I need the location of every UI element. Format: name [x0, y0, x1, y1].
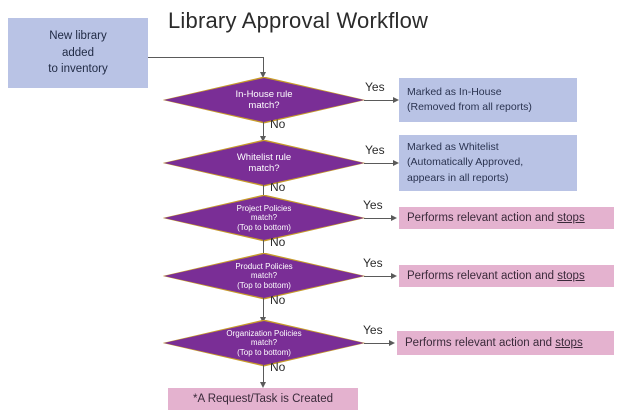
edge-label-in-house-yes: Yes — [365, 80, 385, 94]
decision-project-policies-shape — [164, 196, 364, 240]
result-organization-policies-underlined: stops — [555, 336, 583, 349]
edge-label-whitelist-no: No — [270, 180, 286, 194]
final-node-request-task: *A Request/Task is Created — [168, 388, 358, 410]
decision-in-house[interactable]: In-House rule match? — [162, 76, 366, 124]
result-in-house: Marked as In-House (Removed from all rep… — [399, 78, 577, 122]
edge-product-policies-no-line — [263, 298, 264, 318]
edge-in-house-no-line — [263, 122, 264, 137]
edge-label-project-policies-yes: Yes — [363, 198, 383, 212]
result-whitelist: Marked as Whitelist (Automatically Appro… — [399, 135, 577, 191]
edge-product-policies-yes-line — [364, 276, 392, 277]
connector-start-horizontal — [148, 57, 264, 58]
edge-project-policies-yes-arrowhead — [391, 214, 397, 221]
edge-organization-policies-no-arrowhead — [260, 382, 266, 388]
result-whitelist-line-3: appears in all reports) — [407, 171, 509, 184]
page-title: Library Approval Workflow — [168, 8, 429, 33]
decision-whitelist[interactable]: Whitelist rule match? — [162, 139, 366, 187]
decision-organization-policies[interactable]: Organization Policies match? (Top to bot… — [162, 319, 366, 367]
edge-project-policies-no-line — [263, 240, 264, 256]
decision-in-house-shape — [164, 78, 364, 122]
connector-start-vertical — [263, 57, 264, 73]
result-whitelist-line-2: (Automatically Approved, — [407, 156, 524, 169]
decision-product-policies[interactable]: Product Policies match? (Top to bottom) — [162, 252, 366, 300]
result-product-policies-underlined: stops — [557, 269, 585, 282]
edge-label-project-policies-no: No — [270, 235, 286, 249]
edge-organization-policies-yes-arrowhead — [389, 339, 395, 346]
edge-organization-policies-yes-line — [364, 343, 390, 344]
edge-in-house-yes-line — [364, 100, 394, 101]
result-project-policies: Performs relevant action and stops — [399, 207, 614, 229]
edge-whitelist-yes-arrowhead — [393, 159, 399, 166]
edge-organization-policies-no-line — [263, 365, 264, 383]
result-organization-policies-text: Performs relevant action and stops — [405, 336, 583, 349]
result-organization-policies: Performs relevant action and stops — [397, 331, 614, 355]
decision-product-policies-shape — [164, 254, 364, 298]
result-in-house-line-2: (Removed from all reports) — [407, 101, 532, 113]
start-node-line-3: to inventory — [48, 63, 108, 76]
edge-label-product-policies-yes: Yes — [363, 256, 383, 270]
edge-label-product-policies-no: No — [270, 293, 286, 307]
edge-label-in-house-no: No — [270, 117, 286, 131]
result-product-policies-text: Performs relevant action and stops — [407, 269, 585, 282]
connector-start-arrowhead — [260, 72, 266, 78]
decision-project-policies[interactable]: Project Policies match? (Top to bottom) — [162, 194, 366, 242]
start-node-line-2: added — [62, 46, 94, 59]
edge-in-house-yes-arrowhead — [393, 96, 399, 103]
result-in-house-line-1: Marked as In-House — [407, 85, 502, 98]
decision-whitelist-shape — [164, 141, 364, 185]
edge-label-whitelist-yes: Yes — [365, 143, 385, 157]
start-node-new-library: New library added to inventory — [8, 18, 148, 88]
edge-whitelist-yes-line — [364, 163, 394, 164]
result-whitelist-line-1: Marked as Whitelist — [407, 141, 499, 154]
edge-whitelist-no-line — [263, 185, 264, 200]
decision-organization-policies-shape — [164, 321, 364, 365]
result-project-policies-text: Performs relevant action and stops — [407, 211, 585, 224]
edge-product-policies-yes-arrowhead — [391, 272, 397, 279]
edge-in-house-no-arrowhead — [260, 136, 266, 142]
result-product-policies: Performs relevant action and stops — [399, 265, 614, 287]
edge-label-organization-policies-no: No — [270, 360, 286, 374]
result-project-policies-underlined: stops — [557, 211, 585, 224]
edge-label-organization-policies-yes: Yes — [363, 323, 383, 337]
start-node-line-1: New library — [49, 29, 107, 42]
edge-project-policies-yes-line — [364, 218, 392, 219]
